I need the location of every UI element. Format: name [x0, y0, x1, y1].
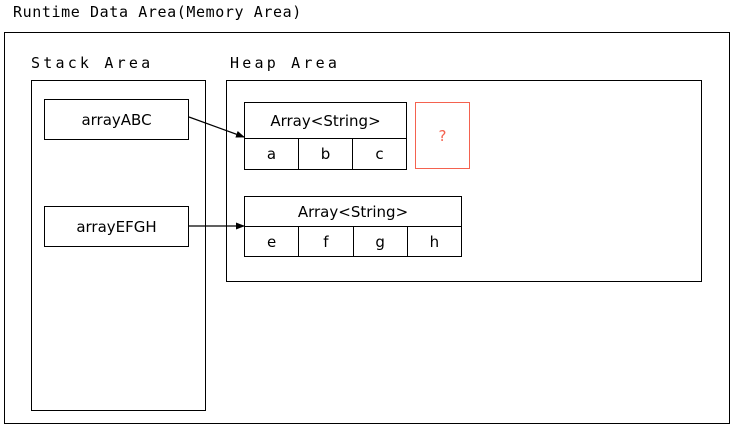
array-cell: h: [429, 232, 440, 251]
array-cell-row: e f g h: [245, 227, 461, 256]
page-title: Runtime Data Area(Memory Area): [13, 3, 302, 21]
array-type-label: Array<String>: [245, 197, 461, 227]
array-cell-row: a b c: [245, 139, 406, 169]
array-cell: b: [299, 139, 353, 169]
question-mark-icon: ?: [438, 126, 447, 145]
stack-variable-label: arrayEFGH: [76, 217, 157, 236]
stack-area-label: Stack Area: [31, 54, 154, 72]
array-cell: g: [354, 227, 408, 256]
stack-variable-label: arrayABC: [81, 110, 152, 129]
unknown-object-box: ?: [415, 102, 470, 169]
array-type-label: Array<String>: [245, 103, 406, 139]
heap-object-array-abc: Array<String> a b c: [244, 102, 407, 170]
array-cell: a: [245, 139, 299, 169]
stack-variable-arrayABC: arrayABC: [44, 99, 189, 140]
stack-variable-arrayEFGH: arrayEFGH: [44, 206, 189, 247]
array-cell: c: [375, 145, 384, 163]
heap-object-array-efgh: Array<String> e f g h: [244, 196, 462, 257]
array-cell: e: [245, 227, 300, 256]
array-cell: f: [299, 227, 354, 256]
heap-area-label: Heap Area: [230, 54, 341, 72]
